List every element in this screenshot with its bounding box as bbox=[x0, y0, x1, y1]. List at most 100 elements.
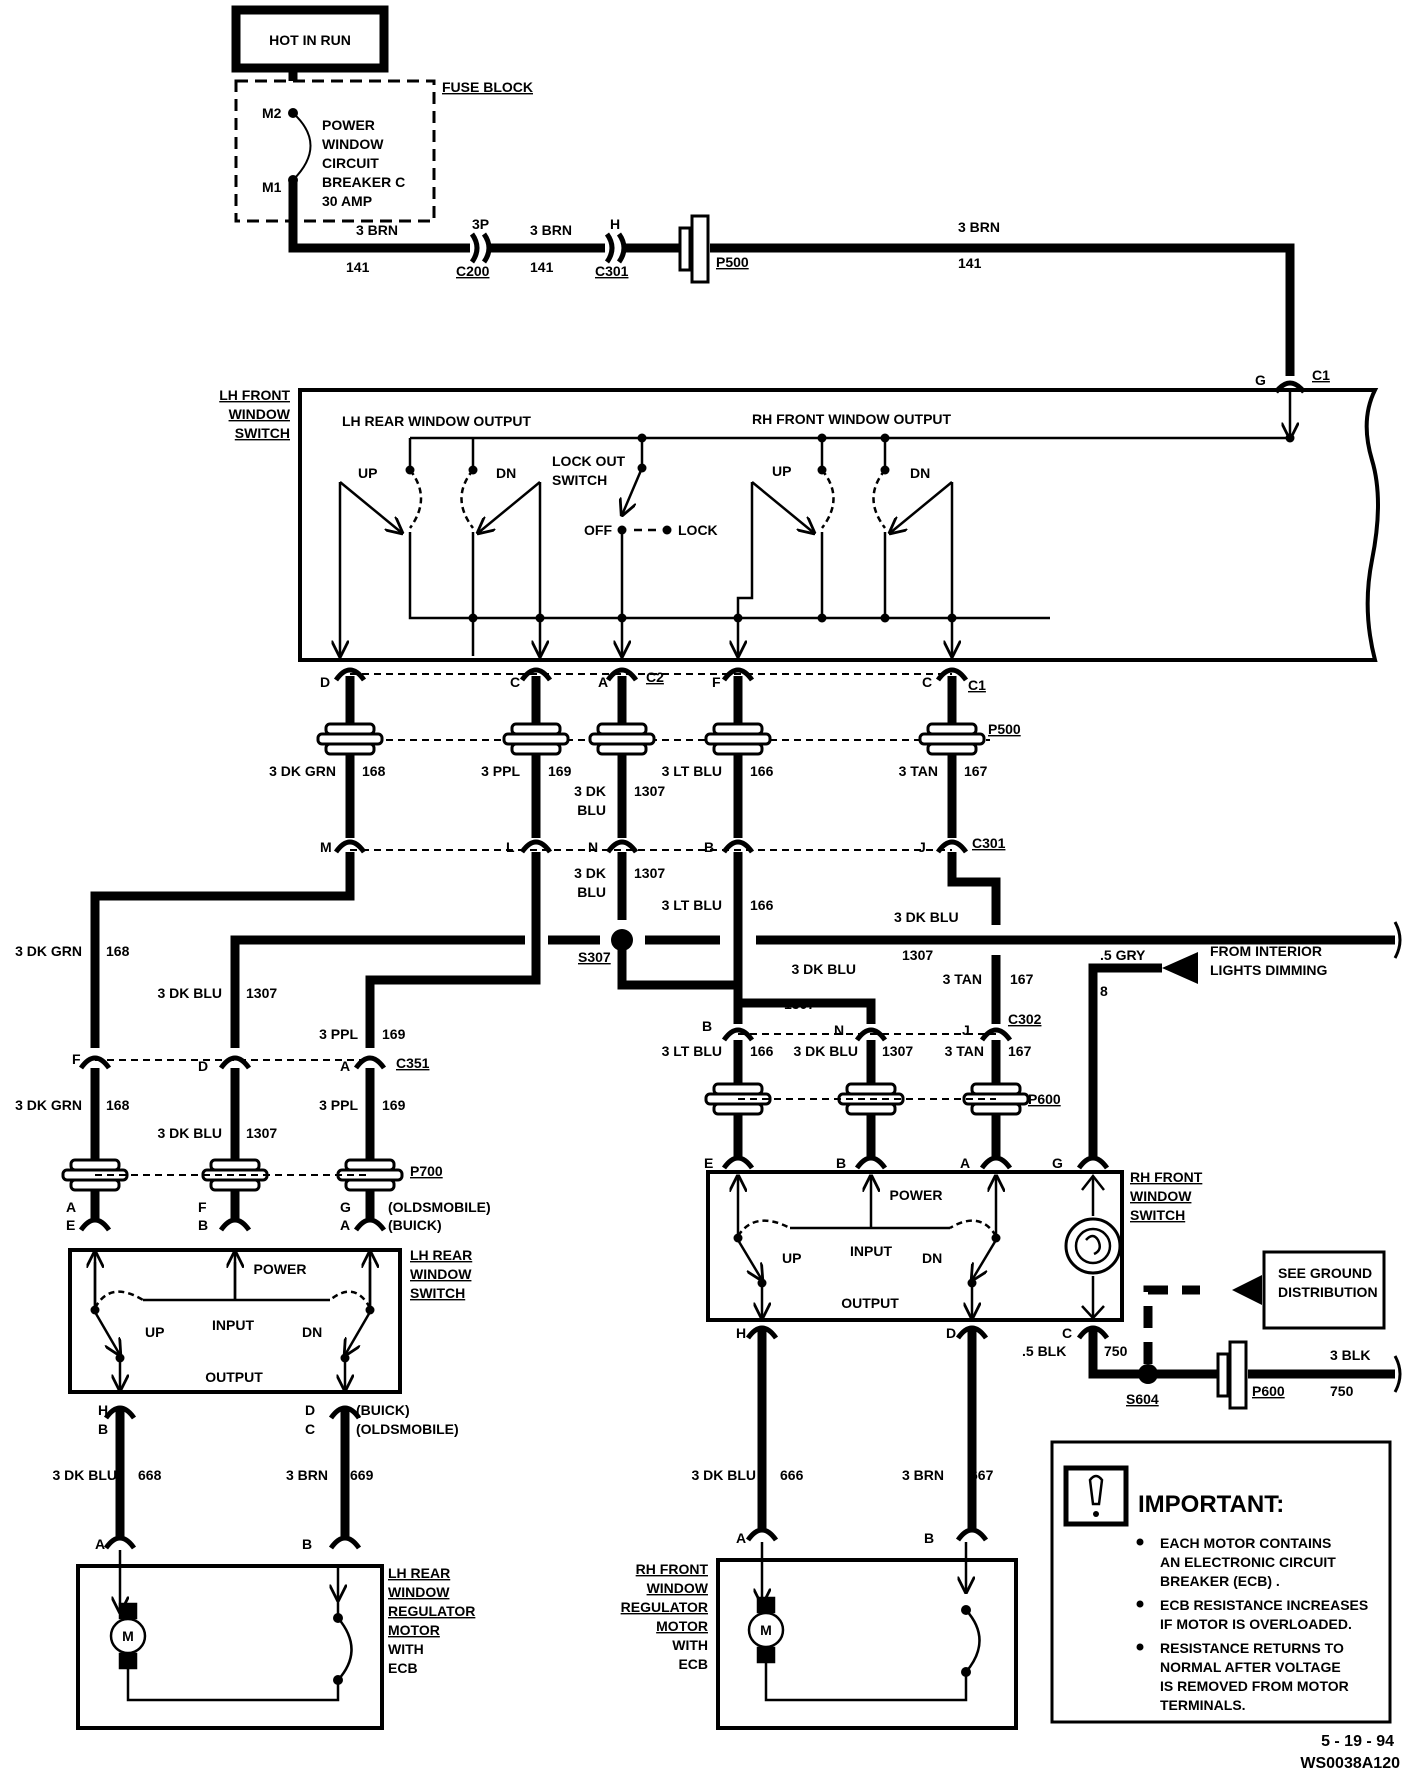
c302-label: C302 bbox=[1008, 1011, 1042, 1027]
wire-color-3: 3 BRN bbox=[958, 219, 1000, 235]
m2-terminal: M2 bbox=[262, 105, 282, 121]
circuit-1: 141 bbox=[346, 259, 370, 275]
rh-c302-tan-circuit: 167 bbox=[1008, 1043, 1032, 1059]
wire-1307-color-2: BLU bbox=[577, 802, 606, 818]
lh-motor-m: M bbox=[122, 1628, 134, 1644]
p700-pin-f: F bbox=[198, 1199, 207, 1215]
lh-rear-motor-wires bbox=[115, 1410, 350, 1540]
rh-switch-internals bbox=[738, 1173, 1122, 1320]
bullet-2-line-2: IF MOTOR IS OVERLOADED. bbox=[1160, 1616, 1352, 1632]
p700-pin-e: E bbox=[66, 1217, 75, 1233]
p700-label: P700 bbox=[410, 1163, 443, 1179]
lh-green-circuit: 168 bbox=[106, 943, 130, 959]
c200-connector bbox=[469, 232, 492, 264]
gry-circuit: 8 bbox=[1100, 983, 1108, 999]
lh-motor-title-4: MOTOR bbox=[388, 1622, 440, 1638]
buick-label: (BUICK) bbox=[388, 1217, 442, 1233]
c302-pin-n: N bbox=[834, 1022, 844, 1038]
c301-pin-j: J bbox=[918, 839, 926, 855]
lh-rear-dn-label: DN bbox=[496, 465, 516, 481]
p700-pin-a: A bbox=[66, 1199, 76, 1215]
lh-motor-title-1: LH REAR bbox=[388, 1565, 450, 1581]
footer-date: 5 - 19 - 94 bbox=[1321, 1733, 1394, 1750]
ground-text-2: DISTRIBUTION bbox=[1278, 1284, 1378, 1300]
rh-motor-wire-1-color: 3 DK BLU bbox=[691, 1467, 756, 1483]
c301-pin-l: L bbox=[506, 839, 515, 855]
lh-rear-dn: DN bbox=[302, 1324, 322, 1340]
c2-label: C2 bbox=[646, 669, 664, 685]
rh-switch-nodes bbox=[733, 1233, 1001, 1288]
c302-pin-b: B bbox=[702, 1018, 712, 1034]
rh-c302-dkblu: 3 DK BLU bbox=[793, 1043, 858, 1059]
lh-front-title-1: LH FRONT bbox=[219, 387, 290, 403]
lh-rear-switch-title-3: SWITCH bbox=[410, 1285, 465, 1301]
bullet-1-line-2: AN ELECTRONIC CIRCUIT bbox=[1160, 1554, 1336, 1570]
lh-green-color: 3 DK GRN bbox=[15, 943, 82, 959]
rh-front-regulator-motor: RH FRONT WINDOW REGULATOR MOTOR WITH ECB… bbox=[621, 1558, 1018, 1730]
lh-motor-wire-1-color: 3 DK BLU bbox=[52, 1467, 117, 1483]
rh-out-c: C bbox=[1062, 1325, 1072, 1341]
rh-motor-title-1: RH FRONT bbox=[636, 1561, 709, 1577]
bullet-3-line-1: RESISTANCE RETURNS TO bbox=[1160, 1640, 1344, 1656]
mid-ltblu: 3 LT BLU bbox=[662, 897, 722, 913]
s307-splice bbox=[611, 929, 633, 951]
fuse-block: FUSE BLOCK M2 M1 POWER WINDOW CIRCUIT BR… bbox=[234, 79, 533, 223]
pin-f: F bbox=[712, 674, 721, 690]
wire-color-1: 3 BRN bbox=[356, 222, 398, 238]
rh-switch-title-3: SWITCH bbox=[1130, 1207, 1185, 1223]
blk-color: .5 BLK bbox=[1022, 1343, 1066, 1359]
rh-out-h: H bbox=[736, 1325, 746, 1341]
s604-label: S604 bbox=[1126, 1391, 1159, 1407]
lh-rear-power: POWER bbox=[254, 1261, 307, 1277]
pin-a: A bbox=[598, 674, 608, 690]
ground-text-1: SEE GROUND bbox=[1278, 1265, 1372, 1281]
lh-motor-wire-2-color: 3 BRN bbox=[286, 1467, 328, 1483]
rh-pin-b: B bbox=[836, 1155, 846, 1171]
breaker-line-3: CIRCUIT bbox=[322, 155, 379, 171]
mid-dkblu-1: 3 DK bbox=[574, 865, 606, 881]
ground-arrow bbox=[1232, 1275, 1262, 1305]
rh-motor-pin-a: A bbox=[736, 1530, 746, 1546]
middle-routing bbox=[90, 852, 1395, 1158]
rh-tan-color: 3 TAN bbox=[943, 971, 982, 987]
bullet-3-line-4: TERMINALS. bbox=[1160, 1697, 1246, 1713]
rh-out-d: D bbox=[946, 1325, 956, 1341]
c301-pin-b: B bbox=[704, 839, 714, 855]
lh-rear-switch-title-1: LH REAR bbox=[410, 1247, 472, 1263]
rh-front-window-switch: RH FRONT WINDOW SWITCH POWER INPUT OUTPU… bbox=[706, 1169, 1203, 1322]
c301-pin: H bbox=[610, 216, 620, 232]
wire-167-color: 3 TAN bbox=[899, 763, 938, 779]
lh-ppl-circuit: 169 bbox=[382, 1026, 406, 1042]
rh-motor-m: M bbox=[760, 1622, 772, 1638]
lockout-label-2: SWITCH bbox=[552, 472, 607, 488]
wire-168-color: 3 DK GRN bbox=[269, 763, 336, 779]
rh-motor-title-3: REGULATOR bbox=[621, 1599, 708, 1615]
wire-169-circuit: 169 bbox=[548, 763, 572, 779]
c1-lower-label: C1 bbox=[968, 677, 986, 693]
c200-label: C200 bbox=[456, 263, 490, 279]
blk3-color: 3 BLK bbox=[1330, 1347, 1370, 1363]
rh-motor-wire-2-circuit: 667 bbox=[970, 1467, 994, 1483]
rh-front-up-label: UP bbox=[772, 463, 791, 479]
rh-out-caps bbox=[745, 1325, 1110, 1542]
lh-rear-output: OUTPUT bbox=[205, 1369, 263, 1385]
lh-motor-internals bbox=[120, 1550, 353, 1702]
dimming-2: LIGHTS DIMMING bbox=[1210, 962, 1328, 978]
rh-c302-ltblu: 3 LT BLU bbox=[662, 1043, 722, 1059]
lh-c351-green-circuit: 168 bbox=[106, 1097, 130, 1113]
oldsmobile-label-2: (OLDSMOBILE) bbox=[356, 1421, 459, 1437]
rh-pin-g: G bbox=[1052, 1155, 1063, 1171]
dimming-arrow bbox=[1162, 952, 1198, 984]
lh-rear-switch-title-2: WINDOW bbox=[410, 1266, 472, 1282]
lh-rear-out-b: B bbox=[98, 1421, 108, 1437]
c302-connector: B N J C302 bbox=[702, 1011, 1042, 1042]
c301-connector bbox=[604, 232, 627, 264]
ground-box bbox=[1262, 1250, 1386, 1330]
c301-pin-m: M bbox=[320, 839, 332, 855]
rh-c302-dkblu-circuit: 1307 bbox=[882, 1043, 913, 1059]
p500-top-grommet bbox=[678, 214, 710, 284]
lh-rear-out-c: C bbox=[305, 1421, 315, 1437]
circuit-2: 141 bbox=[530, 259, 554, 275]
upper-wires bbox=[345, 676, 957, 838]
c302-pin-j: J bbox=[962, 1022, 970, 1038]
